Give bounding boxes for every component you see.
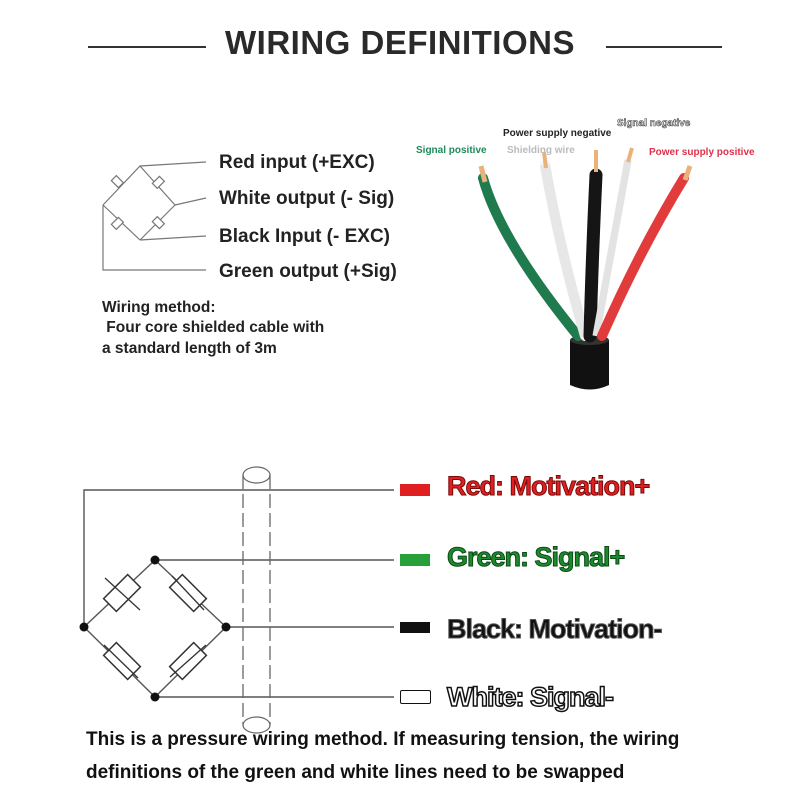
wiring-method-title: Wiring method:: [102, 299, 216, 316]
top-label-green: Green output (+Sig): [219, 261, 397, 282]
cable-label-shielding-wire: Shielding wire: [507, 145, 575, 156]
top-label-red: Red input (+EXC): [219, 152, 375, 173]
legend-green: Green: Signal+: [446, 542, 625, 573]
cable-label-signal-negative: Signal negative: [617, 118, 691, 130]
swatch-white: [400, 690, 431, 704]
title-rule-left: [88, 46, 206, 48]
note-line-1: This is a pressure wiring method. If mea…: [86, 729, 680, 750]
wiring-method-line2: Four core shielded cable with: [102, 319, 325, 336]
legend-white: White: Signal-: [446, 681, 614, 713]
cable-label-power-negative: Power supply negative: [503, 128, 612, 139]
swatch-black: [400, 622, 430, 633]
top-label-white: White output (- Sig): [219, 188, 395, 209]
cable-label-signal-positive: Signal positive: [416, 145, 487, 156]
title-rule-right: [606, 46, 722, 48]
cable-label-power-positive: Power supply positive: [649, 147, 755, 158]
top-label-black: Black Input (- EXC): [219, 226, 391, 247]
swatch-red: [400, 484, 430, 496]
legend-black: Black: Motivation-: [447, 614, 664, 645]
page-title: WIRING DEFINITIONS: [225, 24, 575, 61]
legend-red: Red: Motivation+: [446, 471, 650, 502]
note-line-2: definitions of the green and white lines…: [86, 762, 625, 783]
swatch-green: [400, 554, 430, 566]
wiring-method-line3: a standard length of 3m: [102, 340, 277, 357]
